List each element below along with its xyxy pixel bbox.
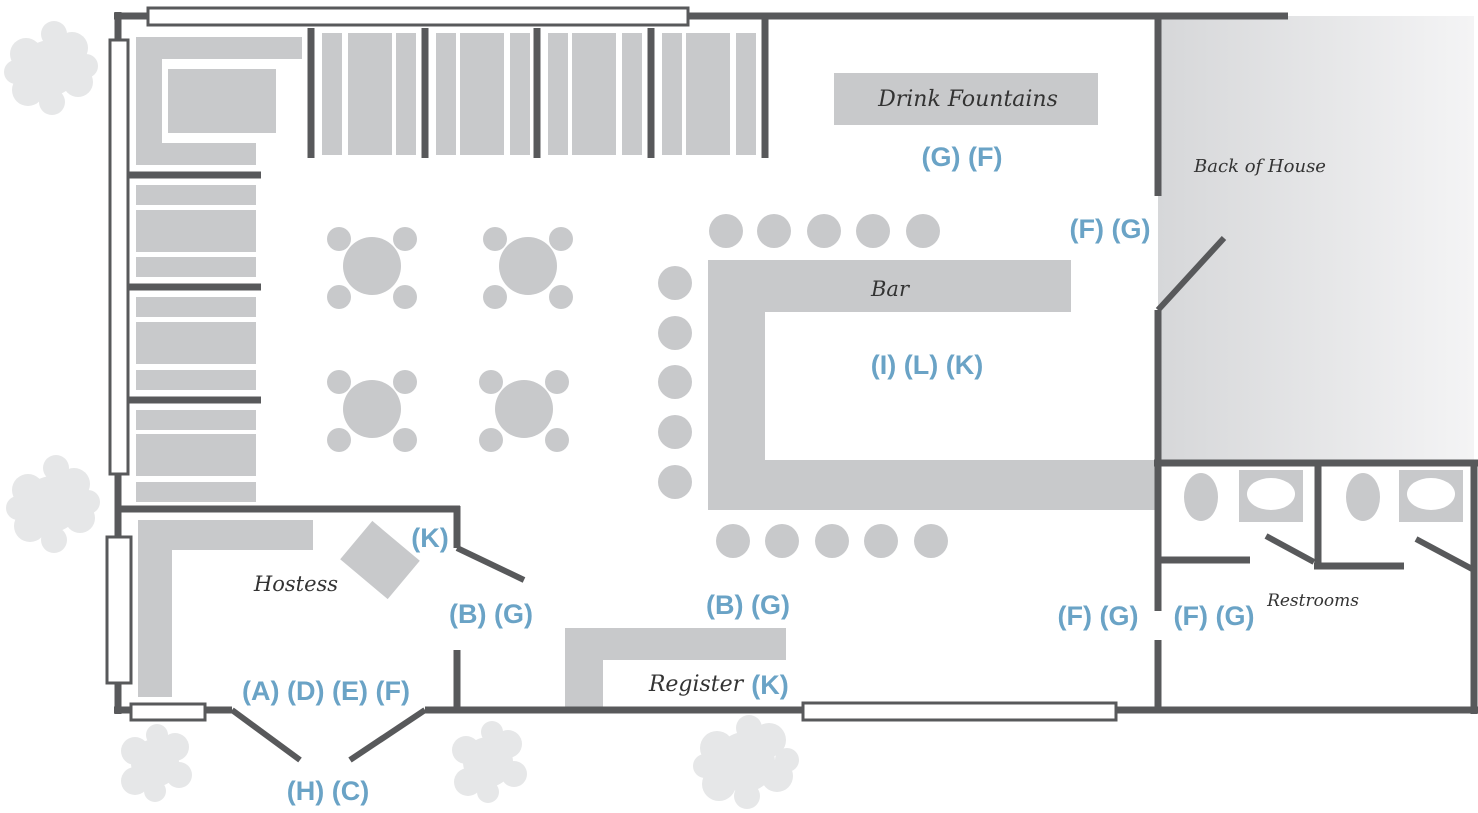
restrooms-label: Restrooms — [1266, 591, 1359, 611]
tree-icon — [4, 21, 98, 115]
drink-fountains-label: Drink Fountains — [877, 87, 1058, 112]
code-entrance-inside: (A) (D) (E) (F) — [242, 676, 410, 706]
back-of-house-label: Back of House — [1193, 156, 1326, 177]
back-of-house-area — [1158, 16, 1474, 463]
code-bar: (I) (L) (K) — [871, 350, 983, 380]
drink-fountains-counter — [834, 73, 1098, 125]
code-back-of-house-door: (F) (G) — [1070, 214, 1151, 244]
code-drink-fountains: (G) (F) — [922, 142, 1003, 172]
north-booths — [136, 33, 756, 165]
bar-label: Bar — [870, 277, 911, 301]
north-booth-dividers — [307, 18, 769, 158]
west-booth-dividers — [128, 171, 261, 404]
tree-icon — [6, 455, 100, 553]
register-counter — [565, 628, 786, 708]
toilet-icon — [1346, 473, 1380, 521]
dining-tables — [327, 227, 573, 452]
bar-stools — [658, 214, 948, 558]
tree-icon — [121, 724, 192, 802]
code-entrance-outside: (H) (C) — [287, 776, 369, 806]
table-four-top — [483, 227, 573, 309]
hostess-furniture — [138, 520, 420, 697]
code-register: (K) — [751, 670, 788, 700]
table-four-top — [327, 227, 417, 309]
walls — [114, 12, 1478, 714]
code-hostess-station: (K) — [411, 523, 448, 553]
table-four-top — [327, 370, 417, 452]
tree-icon — [693, 715, 799, 809]
restroom-fixtures — [1184, 470, 1463, 522]
code-restroom-hall: (F) (G) — [1058, 601, 1139, 631]
table-four-top — [479, 370, 569, 452]
windows — [105, 6, 1118, 722]
code-restrooms: (F) (G) — [1174, 601, 1255, 631]
code-register-area: (B) (G) — [706, 590, 790, 620]
toilet-icon — [1184, 473, 1218, 521]
hostess-label: Hostess — [253, 572, 338, 596]
door-swings — [230, 235, 1476, 763]
tree-icon — [452, 721, 527, 803]
trees — [4, 21, 799, 809]
bar-counter — [708, 260, 1158, 510]
west-booths — [136, 185, 256, 502]
register-label: Register — [648, 672, 745, 697]
code-hostess-door: (B) (G) — [449, 599, 533, 629]
